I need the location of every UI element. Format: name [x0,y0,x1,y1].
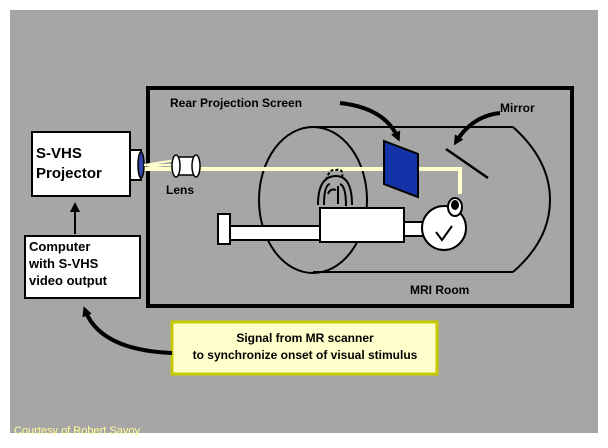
patient-table-icon [217,207,427,245]
mri-room-box [146,86,574,308]
projection-rays [143,159,177,171]
projector-label: S-VHS Projector [36,144,128,184]
rear-projection-screen-label: Rear Projection Screen [170,96,303,110]
mirror-icon [445,147,489,180]
lens-label: Lens [166,183,195,197]
credit-text: Courtesy of Robert Savoy [14,425,140,437]
scanner-bore [313,126,513,273]
projector-label-line-2: Projector [36,165,102,182]
mirror-label-arrow [453,111,501,146]
signal-callout-line-2: to synchronize onset of visual stimulus [192,348,418,362]
computer-label-line-1: Computer [29,239,91,254]
scanner-bore-back [512,126,552,273]
head-coil-icon [317,168,353,207]
signal-callout-line-1: Signal from MR scanner [236,331,374,345]
patient-head-icon [421,197,467,251]
lens-front-icon [171,154,181,178]
signal-to-computer-arrow [82,306,173,355]
lens-back-icon [191,154,201,178]
computer-label-line-2: with S-VHS [29,256,99,271]
light-beam [137,167,462,194]
signal-callout-box [170,320,439,376]
signal-callout-text: Signal from MR scanner to synchronize on… [176,330,434,364]
computer-label: Computer with S-VHS video output [29,238,139,289]
screen-label-arrow [339,101,401,142]
projector-label-line-1: S-VHS [36,145,82,162]
mri-room-label: MRI Room [410,283,470,297]
computer-box [24,235,141,299]
rear-projection-screen-icon [383,139,419,199]
scanner-bore-front [258,126,368,274]
computer-label-line-3: video output [29,273,107,288]
projector-lens-icon [137,151,145,179]
mirror-label: Mirror [500,101,535,115]
